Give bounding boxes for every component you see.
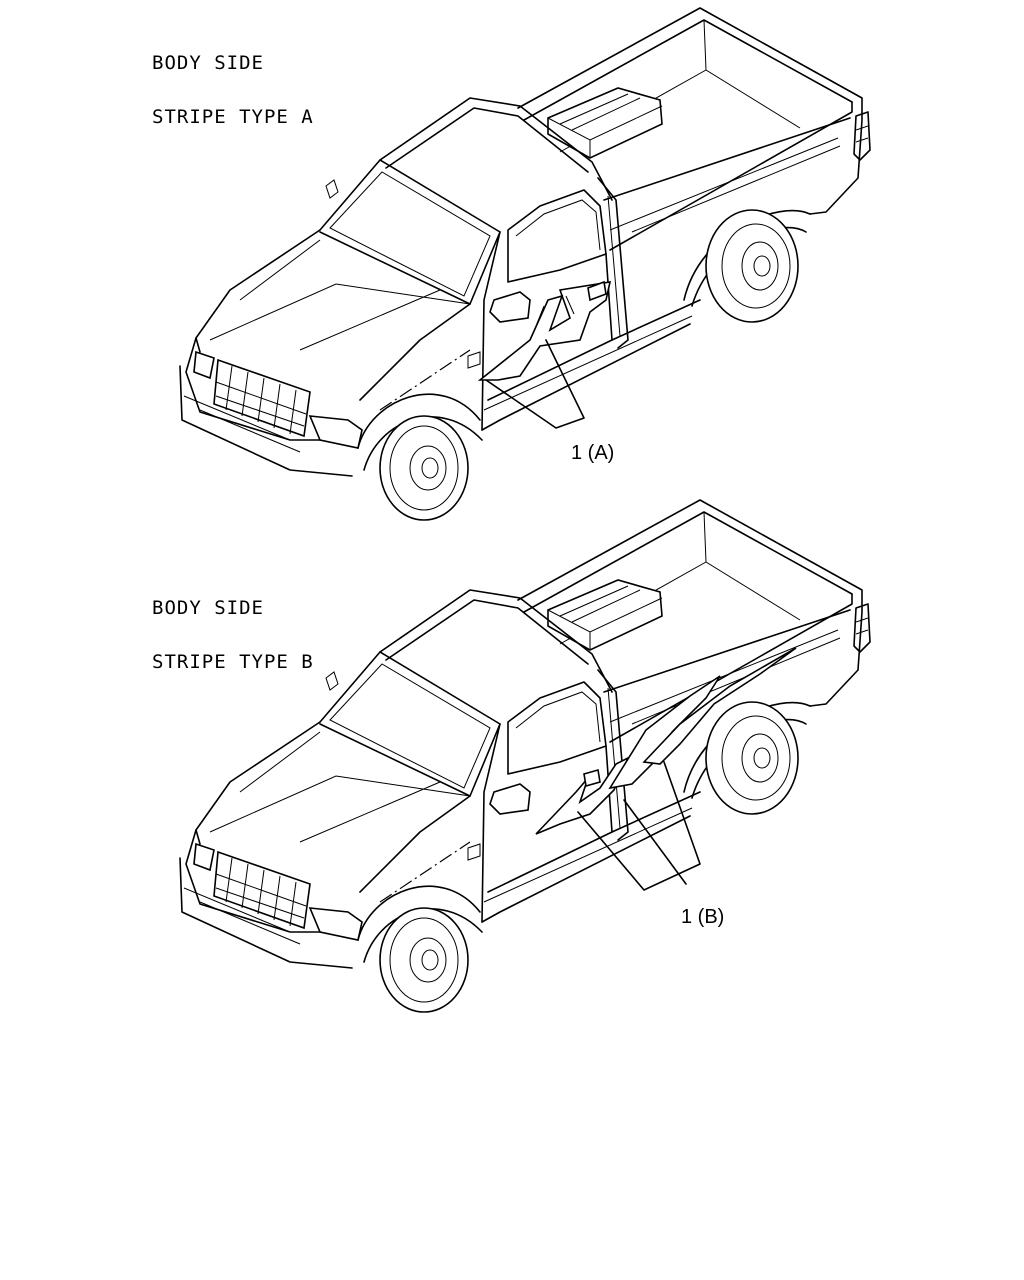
panel-b-heading-line1: BODY SIDE: [152, 597, 264, 619]
panel-b-callout-label: 1 (B): [681, 906, 725, 928]
panel-b-heading: BODY SIDE STRIPE TYPE B: [152, 563, 314, 707]
stripe-decal-b: [535, 756, 630, 835]
truck-drawing-type-a: [179, 7, 871, 521]
leader-line-b: [577, 761, 701, 891]
panel-a-heading-line1: BODY SIDE: [152, 52, 264, 74]
panel-a-heading: BODY SIDE STRIPE TYPE A: [152, 18, 314, 162]
stripe-decal-a: [477, 281, 612, 381]
panel-a-heading-line2: STRIPE TYPE A: [152, 106, 314, 128]
panel-b-heading-line2: STRIPE TYPE B: [152, 651, 314, 673]
leader-line-a: [485, 339, 585, 429]
panel-a-callout-label: 1 (A): [571, 442, 615, 464]
truck-drawing-type-b: [179, 499, 871, 1013]
